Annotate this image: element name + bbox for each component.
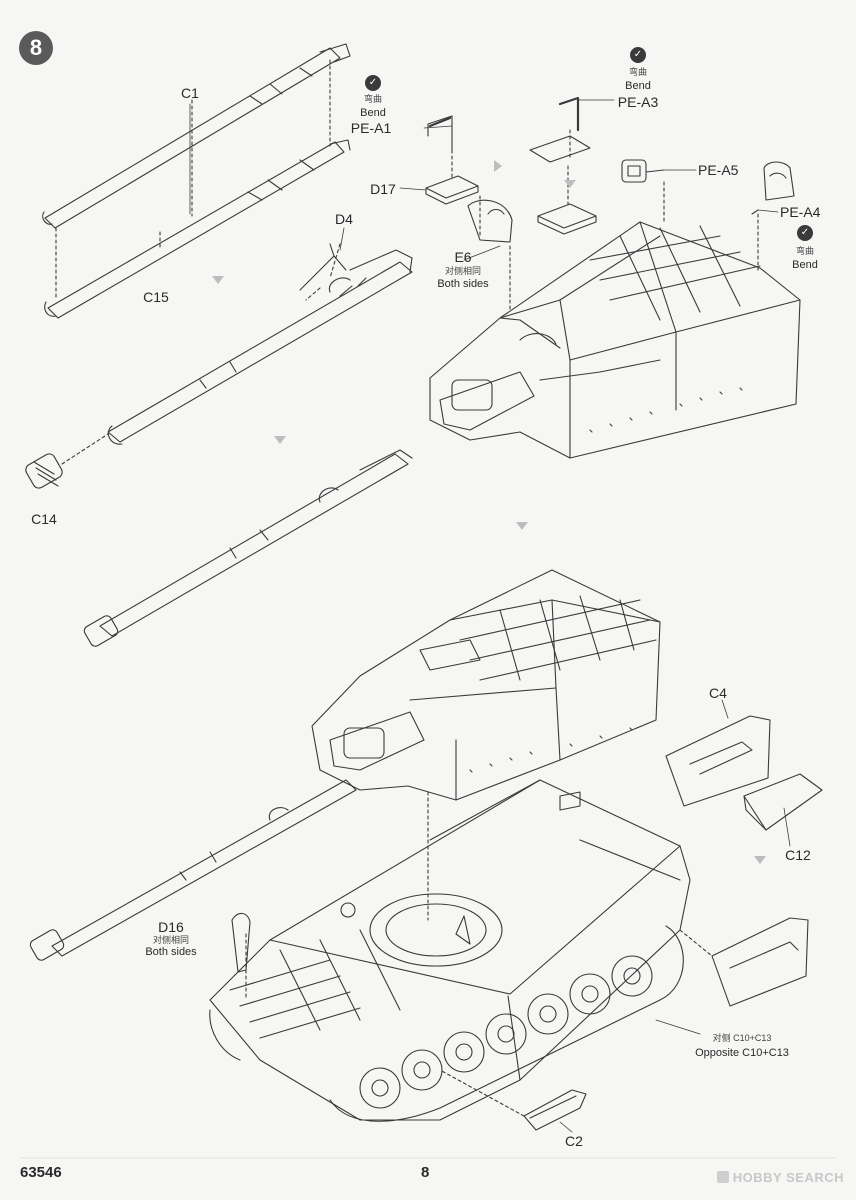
part-c12 [743,773,823,831]
part-grate [537,203,597,235]
part-pe-a1 [427,115,453,151]
watermark-logo-icon [716,1171,729,1183]
label-d16: D16 [158,919,184,935]
opposite-note-en: Opposite C10+C13 [695,1047,789,1059]
label-c4: C4 [709,685,727,701]
turret-lower [311,569,661,921]
label-c2: C2 [565,1133,583,1149]
step-number-badge: 8 [19,31,53,65]
part-pe-a3 [529,96,591,163]
guide-lines-barrel [55,59,331,301]
guide-lines-turret [451,129,759,311]
label-c15: C15 [143,289,169,305]
bend-note-cn: 弯曲 [795,246,815,256]
guide-lines-gun [61,243,341,465]
watermark: HOBBY SEARCH [716,1170,844,1185]
bend-icon: ✓ [365,75,381,91]
muzzle-brake-c14 [25,453,63,489]
label-pe-a3: PE-A3 [617,94,659,110]
page-number: 8 [421,1164,430,1181]
turret-upper [429,221,801,459]
gun-barrel-upper [107,249,413,445]
both-sides-note-en: Both sides [145,946,197,958]
barrel-half-c15 [44,139,351,319]
gun-barrel-lower [83,449,413,647]
bend-note-en: Bend [792,259,818,271]
gun-on-hull [29,779,357,961]
both-sides-note-en: Both sides [437,278,489,290]
opposite-note-cn: 对侧 C10+C13 [712,1033,772,1043]
bend-note-en: Bend [360,107,386,119]
label-c1: C1 [181,85,199,101]
kit-number: 63546 [20,1164,62,1181]
bend-note-en: Bend [625,80,651,92]
bend-icon: ✓ [797,225,813,241]
watermark-text: HOBBY SEARCH [732,1170,844,1185]
part-d17 [425,175,479,205]
label-pe-a4: PE-A4 [780,204,821,220]
bend-note-cn: 弯曲 [363,94,383,104]
barrel-half-c1 [42,43,351,229]
label-pe-a5: PE-A5 [698,162,739,178]
part-side-skirt-right [679,917,809,1007]
leader-lines [189,99,791,1133]
bend-note-cn: 弯曲 [628,67,648,77]
hull [209,779,691,1122]
bend-icon: ✓ [630,47,646,63]
part-c2 [439,1069,587,1131]
label-e6: E6 [454,249,472,265]
label-d4: D4 [335,211,353,227]
part-pe-a4 [751,161,795,215]
label-pe-a1: PE-A1 [350,120,392,136]
both-sides-note-cn: 对侧相同 [444,266,482,276]
both-sides-note-cn: 对侧相同 [152,935,190,945]
label-d17: D17 [370,181,396,197]
flow-arrows [212,160,766,864]
label-c12: C12 [785,847,811,863]
label-c14: C14 [31,511,57,527]
part-d16 [231,912,251,1001]
part-pe-a5 [621,159,665,183]
part-d4 [299,243,347,291]
part-e6 [467,199,513,243]
part-c4 [665,715,771,807]
